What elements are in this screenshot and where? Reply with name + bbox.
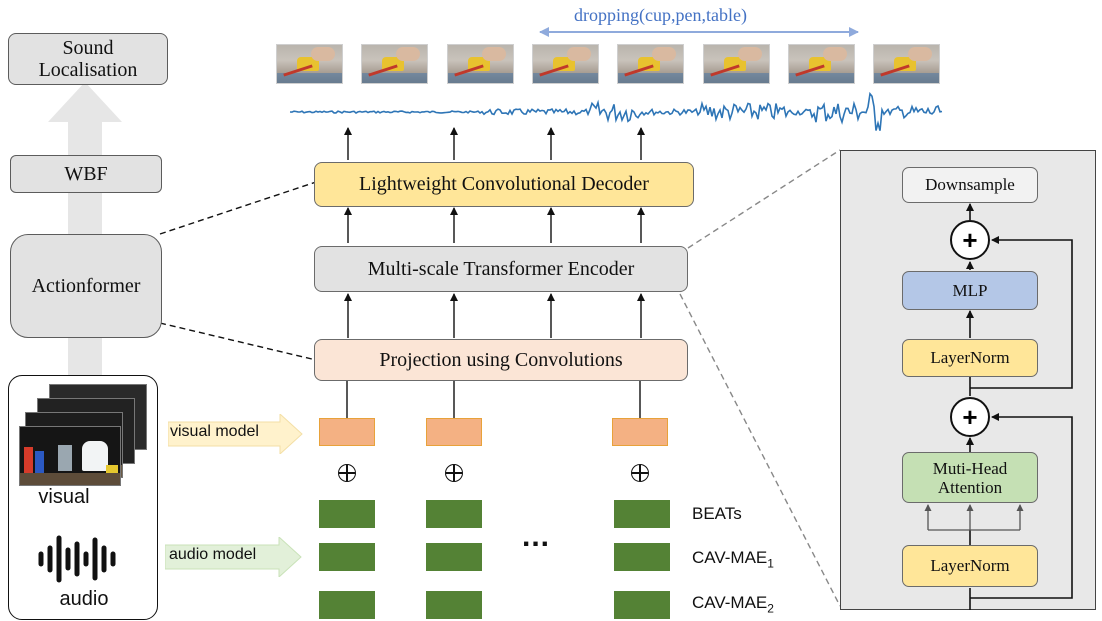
layernorm-top-label: LayerNorm <box>930 348 1010 367</box>
actionformer-label: Actionformer <box>31 274 141 297</box>
projection-label: Projection using Convolutions <box>379 348 623 371</box>
projection-box: Projection using Convolutions <box>314 339 688 381</box>
visual-frames-icon <box>19 384 149 486</box>
cavmae2-label: CAV-MAE2 <box>692 593 774 615</box>
feature-to-projection-lines <box>346 381 641 418</box>
sound-localisation-line2: Localisation <box>38 59 138 81</box>
audio-feature-cavmae2-2 <box>426 591 482 619</box>
cavmae1-subscript: 1 <box>767 556 774 571</box>
audio-waveform <box>289 91 943 131</box>
downsample-box: Downsample <box>902 167 1038 203</box>
sound-localisation-box: Sound Localisation <box>8 33 168 85</box>
video-frame <box>873 44 941 84</box>
audio-feature-cavmae2-1 <box>319 591 375 619</box>
encoder-label: Multi-scale Transformer Encoder <box>367 257 635 280</box>
audio-feature-beats-1 <box>319 500 375 528</box>
wbf-label: WBF <box>64 162 108 185</box>
ellipsis: ... <box>522 520 551 553</box>
video-frame <box>276 44 343 84</box>
downsample-label: Downsample <box>925 175 1015 194</box>
cavmae1-base: CAV-MAE <box>692 548 768 567</box>
audio-feature-cavmae1-1 <box>319 543 375 571</box>
attention-box: Muti-Head Attention <box>902 452 1038 503</box>
video-frame <box>531 44 599 84</box>
video-frame <box>617 44 685 84</box>
visual-feature-3 <box>612 418 668 446</box>
visual-model-arrow: visual model <box>168 414 304 454</box>
dashed-zoom-links <box>159 149 841 607</box>
action-label: dropping(cup,pen,table) <box>574 5 747 25</box>
decoder-output-arrows <box>344 127 645 160</box>
mlp-box: MLP <box>902 271 1038 310</box>
layernorm-top-box: LayerNorm <box>902 339 1038 377</box>
cavmae2-subscript: 2 <box>767 601 774 616</box>
visual-label: visual <box>38 486 90 508</box>
cavmae1-label: CAV-MAE1 <box>692 548 774 570</box>
audio-model-arrow: audio model <box>165 537 303 577</box>
visual-feature-2 <box>426 418 482 446</box>
actionformer-box: Actionformer <box>10 234 162 338</box>
audio-model-label: audio model <box>169 546 257 563</box>
input-modalities-panel: visual audio <box>8 375 158 620</box>
audio-feature-cavmae1-3 <box>614 543 670 571</box>
video-frame <box>361 44 429 84</box>
encoder-to-decoder-arrows <box>344 207 645 243</box>
video-frame <box>702 44 770 84</box>
attention-line2: Attention <box>937 477 1003 497</box>
visual-feature-1 <box>319 418 375 446</box>
cavmae2-base: CAV-MAE <box>692 593 768 612</box>
encoder-box: Multi-scale Transformer Encoder <box>314 246 688 292</box>
attention-line1: Muti-Head <box>932 458 1008 478</box>
audio-feature-cavmae2-3 <box>614 591 670 619</box>
projection-to-encoder-arrows <box>344 293 645 338</box>
beats-label: BEATs <box>692 504 742 523</box>
layernorm-bottom-box: LayerNorm <box>902 545 1038 587</box>
audio-label: audio <box>59 588 109 610</box>
concat-operator-3 <box>631 464 649 482</box>
audio-feature-cavmae1-2 <box>426 543 482 571</box>
concat-operator-2 <box>445 464 463 482</box>
wbf-box: WBF <box>10 155 162 193</box>
video-frame <box>787 44 855 84</box>
concat-operator-1 <box>338 464 356 482</box>
audio-icon <box>38 535 116 583</box>
residual-add-bottom: + <box>950 397 990 437</box>
audio-feature-beats-2 <box>426 500 482 528</box>
mlp-label: MLP <box>952 280 988 300</box>
residual-add-top: + <box>950 220 990 260</box>
layernorm-bottom-label: LayerNorm <box>930 556 1010 575</box>
video-frame <box>446 44 514 84</box>
visual-model-label: visual model <box>170 423 259 440</box>
decoder-box: Lightweight Convolutional Decoder <box>314 162 694 207</box>
decoder-label: Lightweight Convolutional Decoder <box>359 173 649 195</box>
sound-localisation-line1: Sound <box>62 37 114 59</box>
audio-feature-beats-3 <box>614 500 670 528</box>
